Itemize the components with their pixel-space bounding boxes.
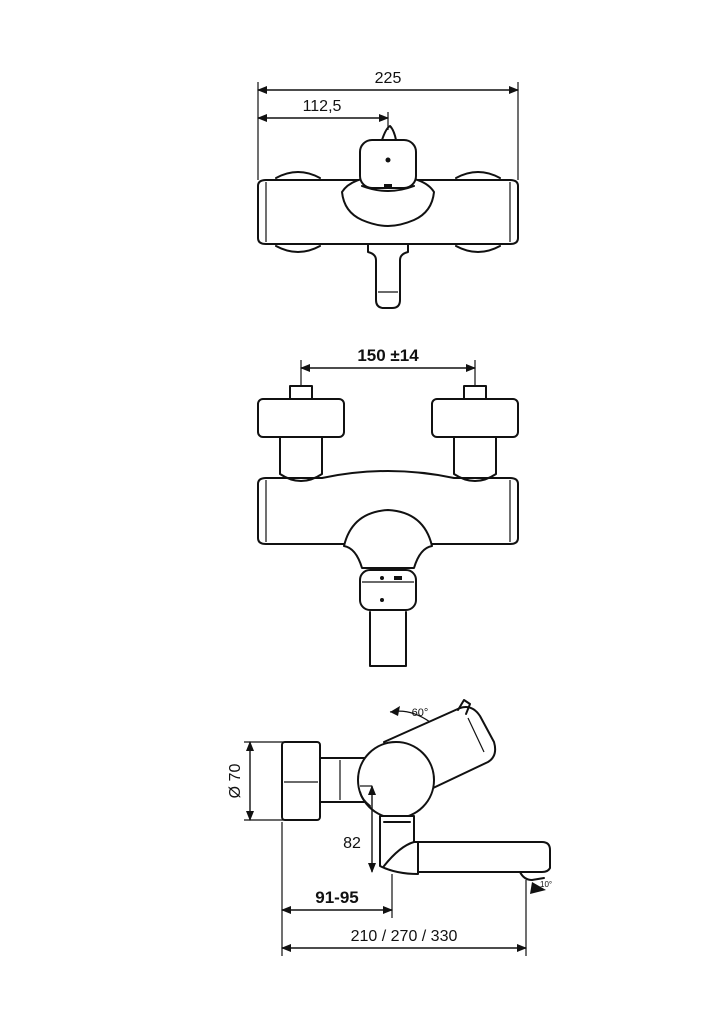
mixer-knob-front — [359, 569, 417, 611]
right-handle-top-edge — [455, 171, 501, 179]
lever-end-line — [467, 717, 485, 753]
spout-front — [369, 611, 407, 667]
left-handle-top-edge — [275, 171, 321, 179]
angle-label: 60° — [412, 707, 429, 719]
right-wall-connector — [453, 436, 497, 482]
spout-curve — [383, 841, 415, 867]
body-end-caps — [265, 182, 511, 242]
overall-width-label: 225 — [375, 70, 402, 87]
valve-body — [257, 179, 519, 245]
spout-top — [367, 243, 409, 309]
knob-lever-tip — [381, 125, 397, 141]
tilt-arrow-icon — [530, 882, 546, 894]
depth-label: 91-95 — [315, 888, 358, 907]
mixer-knob — [359, 139, 417, 189]
right-handle-bottom-edge — [455, 245, 501, 253]
right-handle — [431, 398, 519, 438]
knob-base-line — [361, 185, 415, 192]
mixer-housing — [343, 509, 433, 569]
side-view: 60° Ø 70 82 10° 91-95 — [227, 699, 552, 956]
side-handle — [281, 741, 321, 821]
spout-aerator — [519, 871, 545, 881]
diameter-label: Ø 70 — [227, 764, 244, 799]
knob-dot-icon — [380, 576, 384, 580]
knob-indicator — [394, 576, 402, 580]
valve-body-front — [257, 470, 519, 545]
half-width-label: 112,5 — [303, 98, 342, 115]
left-handle — [257, 398, 345, 438]
left-wall-connector — [279, 436, 323, 482]
left-handle-bottom-edge — [275, 245, 321, 253]
lever-tip — [457, 699, 471, 715]
angle-arrow-left — [390, 706, 400, 716]
knob-dot-lower-icon — [380, 598, 384, 602]
side-spout — [417, 841, 551, 873]
knob-marker-icon — [385, 157, 391, 163]
knob-scale-mark — [384, 184, 392, 187]
spout-length-label: 210 / 270 / 330 — [351, 928, 458, 945]
top-view: 225 112,5 — [257, 70, 519, 309]
height-label: 82 — [343, 835, 361, 852]
body-end-caps-front — [265, 480, 511, 542]
centers-label: 150 ±14 — [357, 346, 419, 365]
front-view: 150 ±14 — [257, 346, 519, 667]
tilt-label: 10° — [540, 880, 552, 889]
